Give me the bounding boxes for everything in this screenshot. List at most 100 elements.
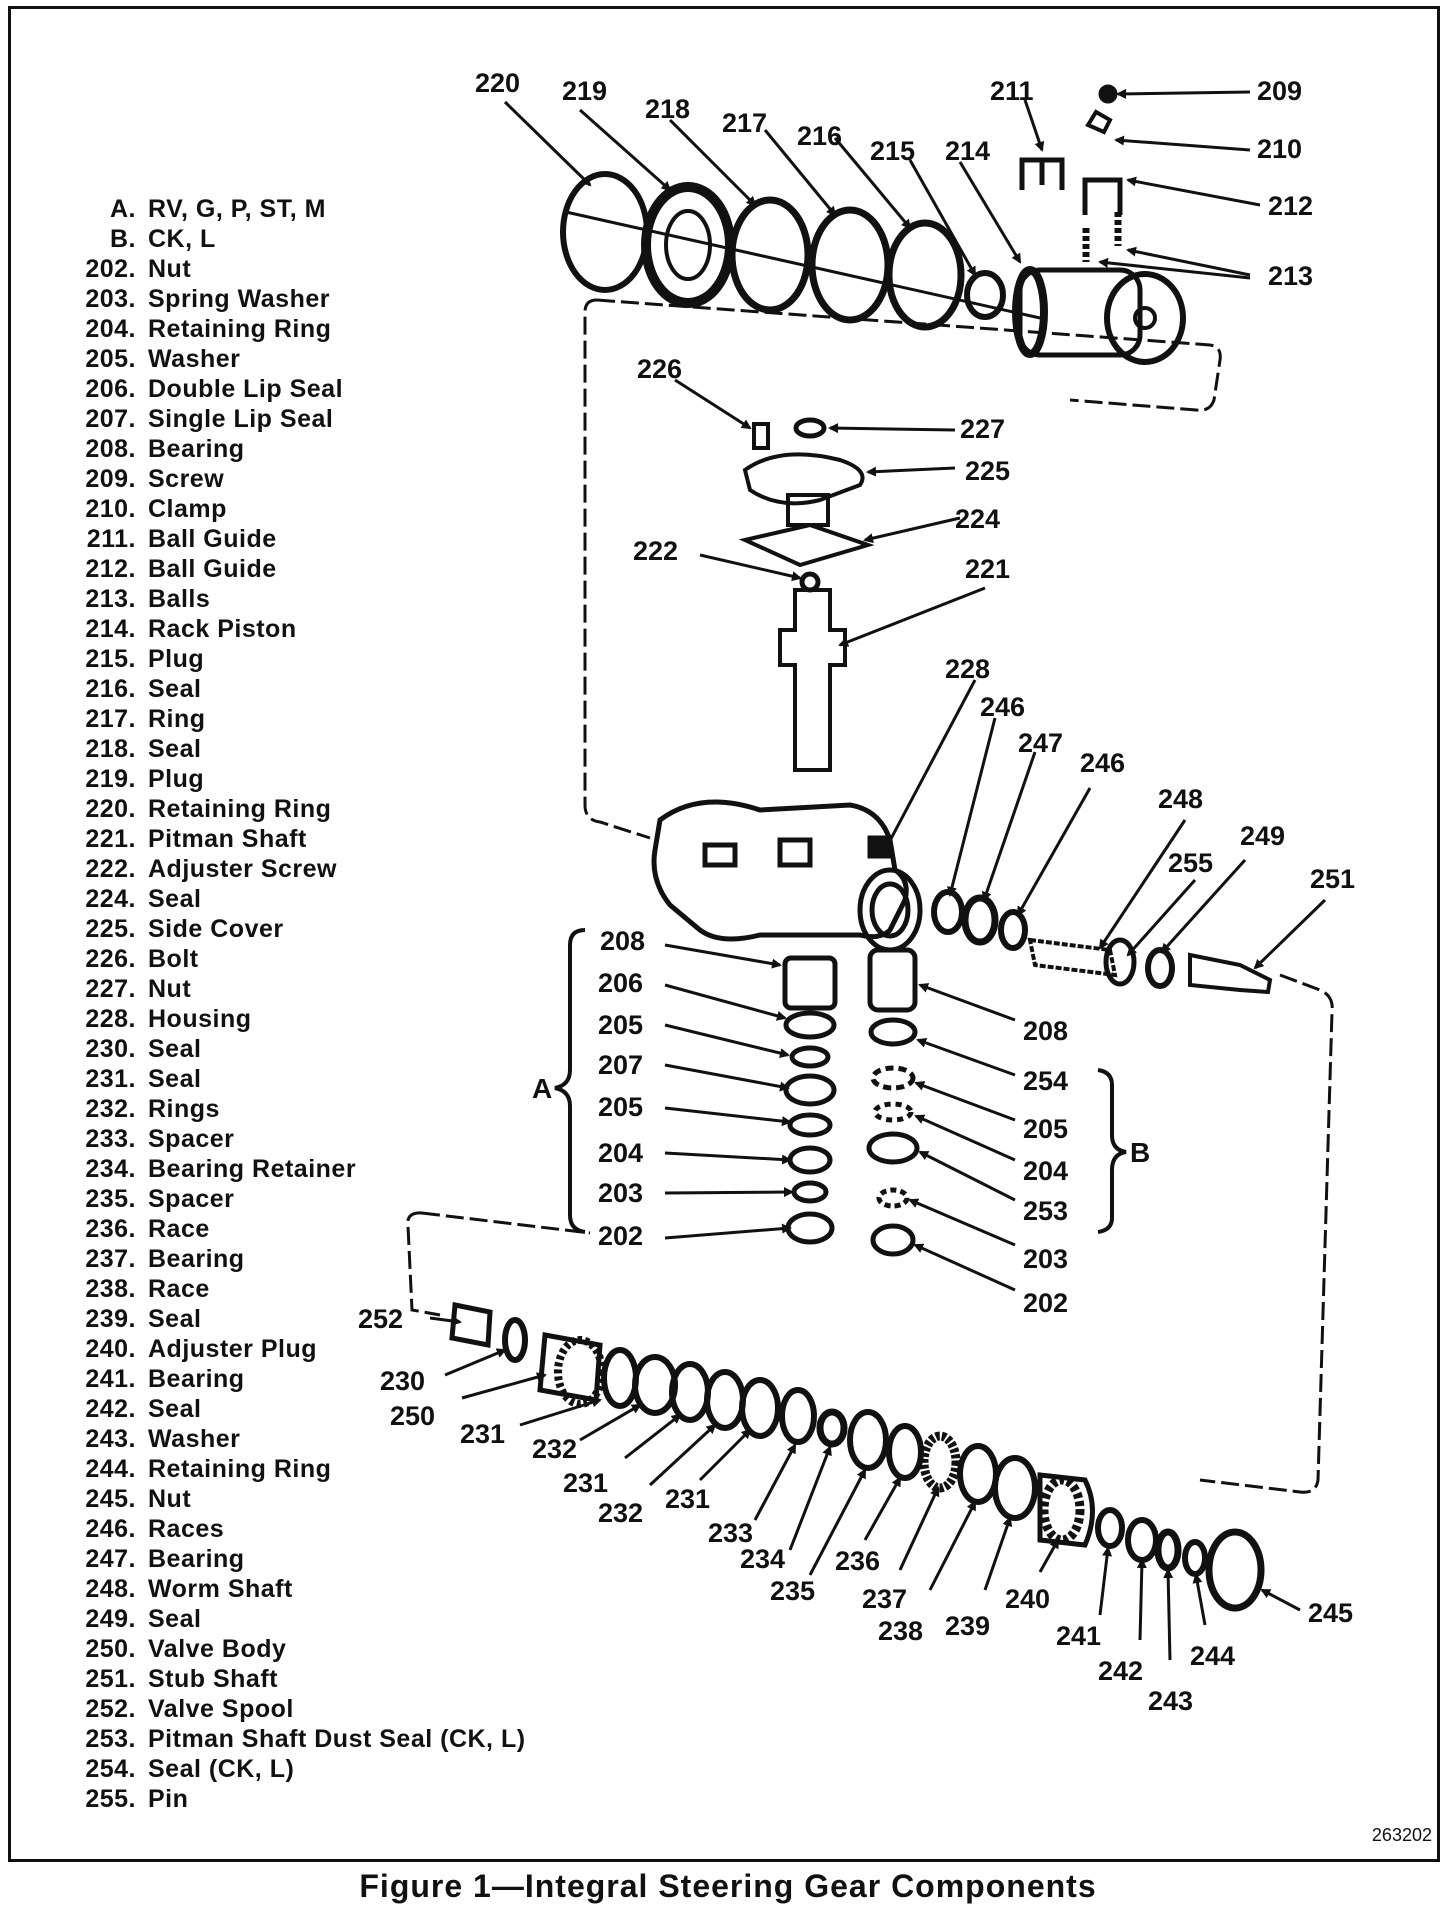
legend-number: 233.	[85, 1124, 136, 1153]
callout: 246	[980, 692, 1025, 722]
worm-shaft-row	[931, 889, 1273, 995]
legend-part-name: Bearing	[148, 1364, 245, 1393]
callout: 227	[960, 414, 1005, 444]
legend-part-name: Retaining Ring	[148, 794, 332, 823]
part-211-ball-guide	[1019, 157, 1065, 190]
legend-number: 236.	[85, 1214, 136, 1243]
part-216-seal	[885, 219, 965, 331]
legend-item: 245.Nut	[52, 1484, 572, 1514]
legend-number: 247.	[85, 1544, 136, 1573]
part-224-seal	[738, 522, 875, 568]
legend-item: 240.Adjuster Plug	[52, 1334, 572, 1364]
legend-item: 239.Seal	[52, 1304, 572, 1334]
callout-labels: 220 219 218 217 216 215 214 211 209 210 …	[358, 68, 1355, 1716]
legend-part-name: Single Lip Seal	[148, 404, 334, 433]
figure-id: 263202	[1371, 1825, 1432, 1845]
callout: 217	[722, 108, 767, 138]
callout: 249	[1240, 821, 1285, 851]
callout: 209	[1257, 76, 1302, 106]
legend-part-name: Retaining Ring	[148, 314, 332, 343]
part-252-valve-spool	[449, 1302, 493, 1348]
callout: 208	[600, 926, 645, 956]
callout: 232	[532, 1434, 577, 1464]
legend-number: 213.	[85, 584, 136, 613]
part-221-pitman-shaft	[778, 588, 847, 772]
legend-number: 204.	[85, 314, 136, 343]
legend-part-name: Worm Shaft	[148, 1574, 293, 1603]
legend-item: 230. Seal	[52, 1034, 572, 1064]
legend-number: 210.	[85, 494, 136, 523]
callout: 247	[1018, 728, 1063, 758]
legend-part-name: Retaining Ring	[148, 1454, 332, 1483]
part-225-side-cover	[742, 452, 865, 506]
legend-item: 248.Worm Shaft	[52, 1574, 572, 1604]
legend-item: 217.Ring	[52, 704, 572, 734]
legend-number: 241.	[85, 1364, 136, 1393]
callout: 202	[1023, 1288, 1068, 1318]
legend-item: 216.Seal	[52, 674, 572, 704]
part-247-bearing	[961, 894, 999, 946]
callout: 213	[1268, 261, 1313, 291]
legend-number: 209.	[85, 464, 136, 493]
legend-item: 246.Races	[52, 1514, 572, 1544]
rack-piston-row	[560, 84, 1186, 365]
callout: 231	[460, 1419, 505, 1449]
callout: 203	[598, 1178, 643, 1208]
part-217-ring	[808, 206, 892, 324]
legend-part-name: Pitman Shaft	[148, 824, 307, 853]
callout: 232	[598, 1498, 643, 1528]
callout: 240	[1005, 1584, 1050, 1614]
callout: 205	[1023, 1114, 1068, 1144]
legend-part-name: Seal	[148, 674, 202, 703]
callout: 204	[1023, 1156, 1068, 1186]
legend-number: 253.	[85, 1724, 136, 1753]
legend-item: 237.Bearing	[52, 1244, 572, 1274]
legend-number: 242.	[85, 1394, 136, 1423]
legend-number: B.	[110, 224, 136, 253]
callout: 214	[945, 136, 990, 166]
legend-item: 212.Ball Guide	[52, 554, 572, 584]
legend-item: 254.Seal (CK, L)	[52, 1754, 572, 1784]
legend-part-name: Spacer	[148, 1184, 235, 1213]
legend-number: 230.	[85, 1034, 136, 1063]
callout: 207	[598, 1050, 643, 1080]
callout: 216	[797, 121, 842, 151]
callout: 204	[598, 1138, 643, 1168]
callout: 226	[637, 354, 682, 384]
legend-part-name: Seal	[148, 1304, 202, 1333]
part-209-screw	[1098, 84, 1118, 104]
part-220-retaining-ring	[560, 171, 650, 293]
callout: 250	[390, 1401, 435, 1431]
legend-part-name: Seal	[148, 1034, 202, 1063]
legend-part-name: Adjuster Screw	[148, 854, 338, 883]
part-212-ball-guide	[1082, 177, 1123, 215]
part-228-housing	[651, 799, 923, 953]
legend-item: 225.Side Cover	[52, 914, 572, 944]
legend-item: 255.Pin	[52, 1784, 572, 1814]
legend-number: 243.	[85, 1424, 136, 1453]
legend-number: 254.	[85, 1754, 136, 1783]
legend-part-name: Seal	[148, 734, 202, 763]
legend-number: 240.	[85, 1334, 136, 1363]
legend-number: 214.	[85, 614, 136, 643]
legend-part-name: Stub Shaft	[148, 1664, 278, 1693]
legend-item: 226.Bolt	[52, 944, 572, 974]
leader-lines	[429, 88, 1327, 1661]
legend-item: 206.Double Lip Seal	[52, 374, 572, 404]
legend-part-name: CK, L	[148, 224, 216, 253]
callout: 251	[1310, 864, 1355, 894]
legend-item: 203.Spring Washer	[52, 284, 572, 314]
legend-item: 251.Stub Shaft	[52, 1664, 572, 1694]
callout: 237	[862, 1584, 907, 1614]
legend-item: 222.Adjuster Screw	[52, 854, 572, 884]
legend-part-name: Washer	[148, 344, 241, 373]
legend-part-name: Seal	[148, 884, 202, 913]
legend-item: 228.Housing	[52, 1004, 572, 1034]
callout: 233	[708, 1518, 753, 1548]
legend-part-name: Screw	[148, 464, 225, 493]
legend-part-name: Race	[148, 1274, 210, 1303]
legend-part-name: Pin	[148, 1784, 189, 1813]
callout: 221	[965, 554, 1010, 584]
callout: 212	[1268, 191, 1313, 221]
